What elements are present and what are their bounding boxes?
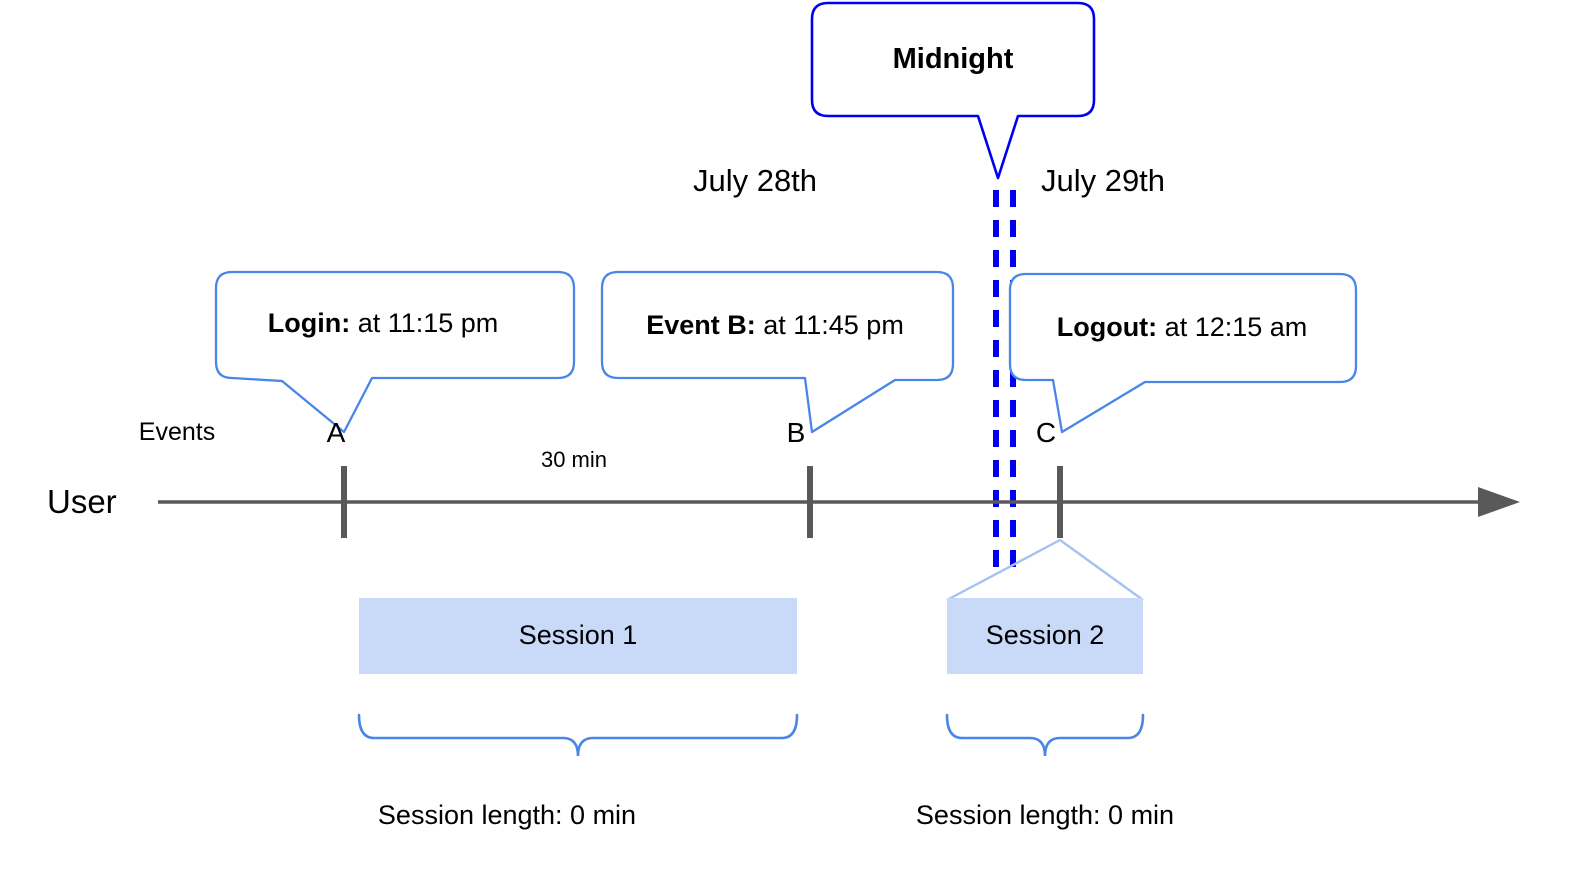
- event-letter-b: B: [786, 417, 806, 448]
- session-1-label: Session 1: [518, 620, 638, 650]
- callout-login-rest: at 11:15 pm: [350, 308, 499, 338]
- callout-event-b-rest: at 11:45 pm: [755, 310, 904, 340]
- session-1-length-label: Session length: 0 min: [377, 800, 637, 830]
- event-letter-a: A: [326, 417, 346, 448]
- midnight-dashed-line: [993, 190, 1016, 578]
- callout-event-b-shape: [600, 270, 955, 434]
- event-tick-marks: [341, 466, 1063, 538]
- duration-label-30min: 30 min: [540, 447, 608, 472]
- session-2-length-label: Session length: 0 min: [915, 800, 1175, 830]
- axis-row-label-user: User: [47, 483, 117, 520]
- callout-logout-label: Logout: at 12:15 am: [1057, 314, 1308, 341]
- callout-login-shape: [214, 270, 576, 434]
- callout-login-bold: Login:: [267, 308, 351, 338]
- callout-login-label: Login: at 11:15 pm: [268, 310, 499, 337]
- timeline-axis: [158, 487, 1520, 517]
- session-2-brace: [945, 713, 1145, 757]
- date-label-left: July 28th: [692, 163, 818, 198]
- callout-event-b-label: Event B: at 11:45 pm: [646, 312, 904, 339]
- callout-logout-rest: at 12:15 am: [1157, 312, 1308, 342]
- event-letter-c: C: [1035, 417, 1057, 448]
- midnight-callout-shape: [810, 1, 1096, 180]
- midnight-callout-label: Midnight: [892, 43, 1014, 75]
- callout-logout-bold: Logout:: [1056, 312, 1158, 342]
- events-row-label: Events: [138, 418, 216, 446]
- callout-event-b-bold: Event B:: [646, 310, 756, 340]
- date-label-right: July 29th: [1040, 163, 1166, 198]
- session-1-brace: [357, 713, 799, 757]
- session-2-label: Session 2: [985, 620, 1105, 650]
- callout-logout-shape: [1008, 272, 1358, 434]
- session-2-connectors: [946, 538, 1144, 602]
- session-2-box: [947, 598, 1143, 674]
- session-1-box: [359, 598, 797, 674]
